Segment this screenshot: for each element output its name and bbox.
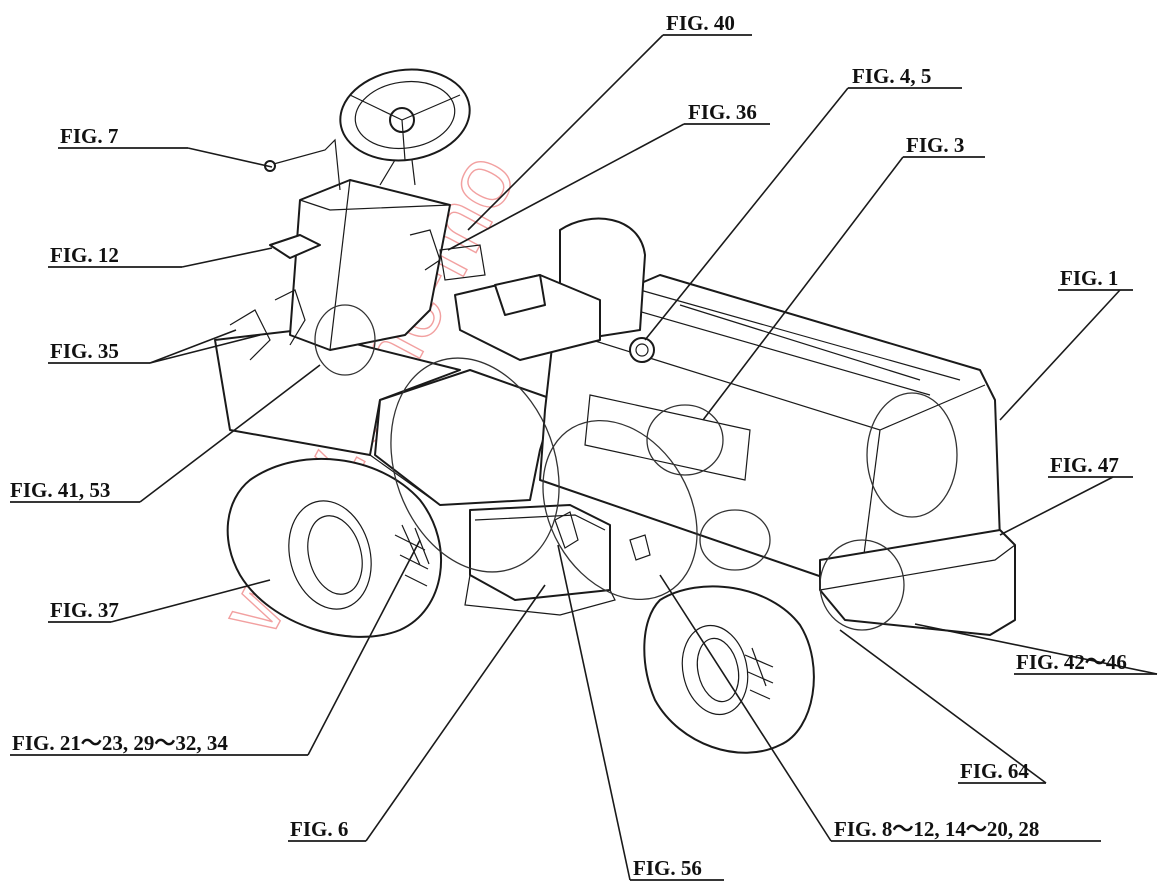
figure-labels: FIG. 40 FIG. 7 FIG. 4, 5 FIG. 36 FIG. 3 … <box>10 11 1127 880</box>
callout-ellipse-fig1 <box>866 392 958 518</box>
callout-ellipse-fig42 <box>819 539 905 631</box>
seat <box>454 217 646 361</box>
callout-markers <box>314 304 958 631</box>
dashboard <box>229 68 486 361</box>
right-wheel <box>643 585 815 754</box>
front-bumper <box>819 529 1016 636</box>
label-fig1: FIG. 1 <box>1060 266 1118 290</box>
callout-ellipse-fig41 <box>314 304 376 376</box>
battery-box <box>464 504 616 616</box>
label-fig42-46: FIG. 42～46 <box>1016 650 1127 674</box>
label-fig35: FIG. 35 <box>50 339 119 363</box>
label-fig47: FIG. 47 <box>1050 453 1119 477</box>
leader-lines <box>110 34 1158 881</box>
label-fig36: FIG. 36 <box>688 100 757 124</box>
label-underlines <box>10 34 1157 881</box>
label-fig21-34: FIG. 21～23, 29～32, 34 <box>12 731 228 755</box>
left-wheel <box>226 457 442 638</box>
callout-ellipse-fig8 <box>542 419 698 601</box>
label-fig12: FIG. 12 <box>50 243 119 267</box>
label-fig7: FIG. 7 <box>60 124 118 148</box>
callout-ellipse-fig64 <box>699 509 771 571</box>
label-fig40: FIG. 40 <box>666 11 735 35</box>
label-fig37: FIG. 37 <box>50 598 119 622</box>
label-fig56: FIG. 56 <box>633 856 702 880</box>
callout-ellipse-fig21 <box>390 357 560 573</box>
callout-ellipse-fig3 <box>646 404 724 476</box>
label-fig41-53: FIG. 41, 53 <box>10 478 110 502</box>
vehicle-drawing <box>214 68 1016 754</box>
label-fig8-28: FIG. 8～12, 14～20, 28 <box>834 817 1039 841</box>
label-fig6: FIG. 6 <box>290 817 348 841</box>
label-fig4-5: FIG. 4, 5 <box>852 64 931 88</box>
label-fig64: FIG. 64 <box>960 759 1029 783</box>
label-fig3: FIG. 3 <box>906 133 964 157</box>
